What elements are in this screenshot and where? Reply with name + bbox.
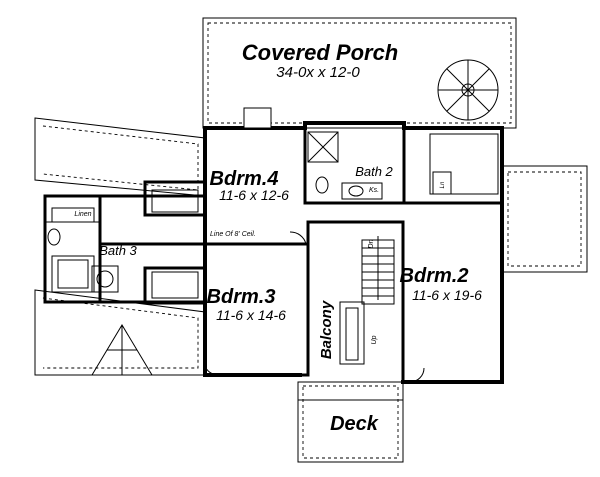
bath3-label: Bath 3 (99, 243, 137, 258)
bath2-label: Bath 2 (355, 164, 393, 179)
right-roof (501, 165, 588, 273)
ceiling-note: Line Of 8' Ceil. (210, 231, 256, 238)
bdrm3-dims: 11-6 x 14-6 (216, 307, 286, 323)
up-label: Up (371, 335, 378, 344)
bdrm4-name: Bdrm.4 (210, 168, 279, 190)
bdrm2-dims: 11-6 x 19-6 (412, 287, 482, 303)
bdrm3-name: Bdrm.3 (207, 286, 276, 308)
covered-porch-name: Covered Porch (242, 40, 399, 65)
bdrm2-name: Bdrm.2 (400, 265, 469, 287)
ks-label: Ks. (369, 187, 379, 194)
deck-area (297, 381, 404, 463)
deck-label: Deck (330, 413, 379, 435)
ln-label: Ln (440, 181, 446, 188)
covered-porch-dims: 34-0x x 12-0 (276, 64, 360, 81)
bdrm4-dims: 11-6 x 12-6 (219, 187, 289, 203)
balcony-label: Balcony (318, 300, 335, 359)
dn-label: Dn (368, 239, 375, 248)
linen-label: Linen (74, 211, 91, 218)
interior-walls (45, 126, 504, 383)
spiral-stair (437, 59, 499, 121)
